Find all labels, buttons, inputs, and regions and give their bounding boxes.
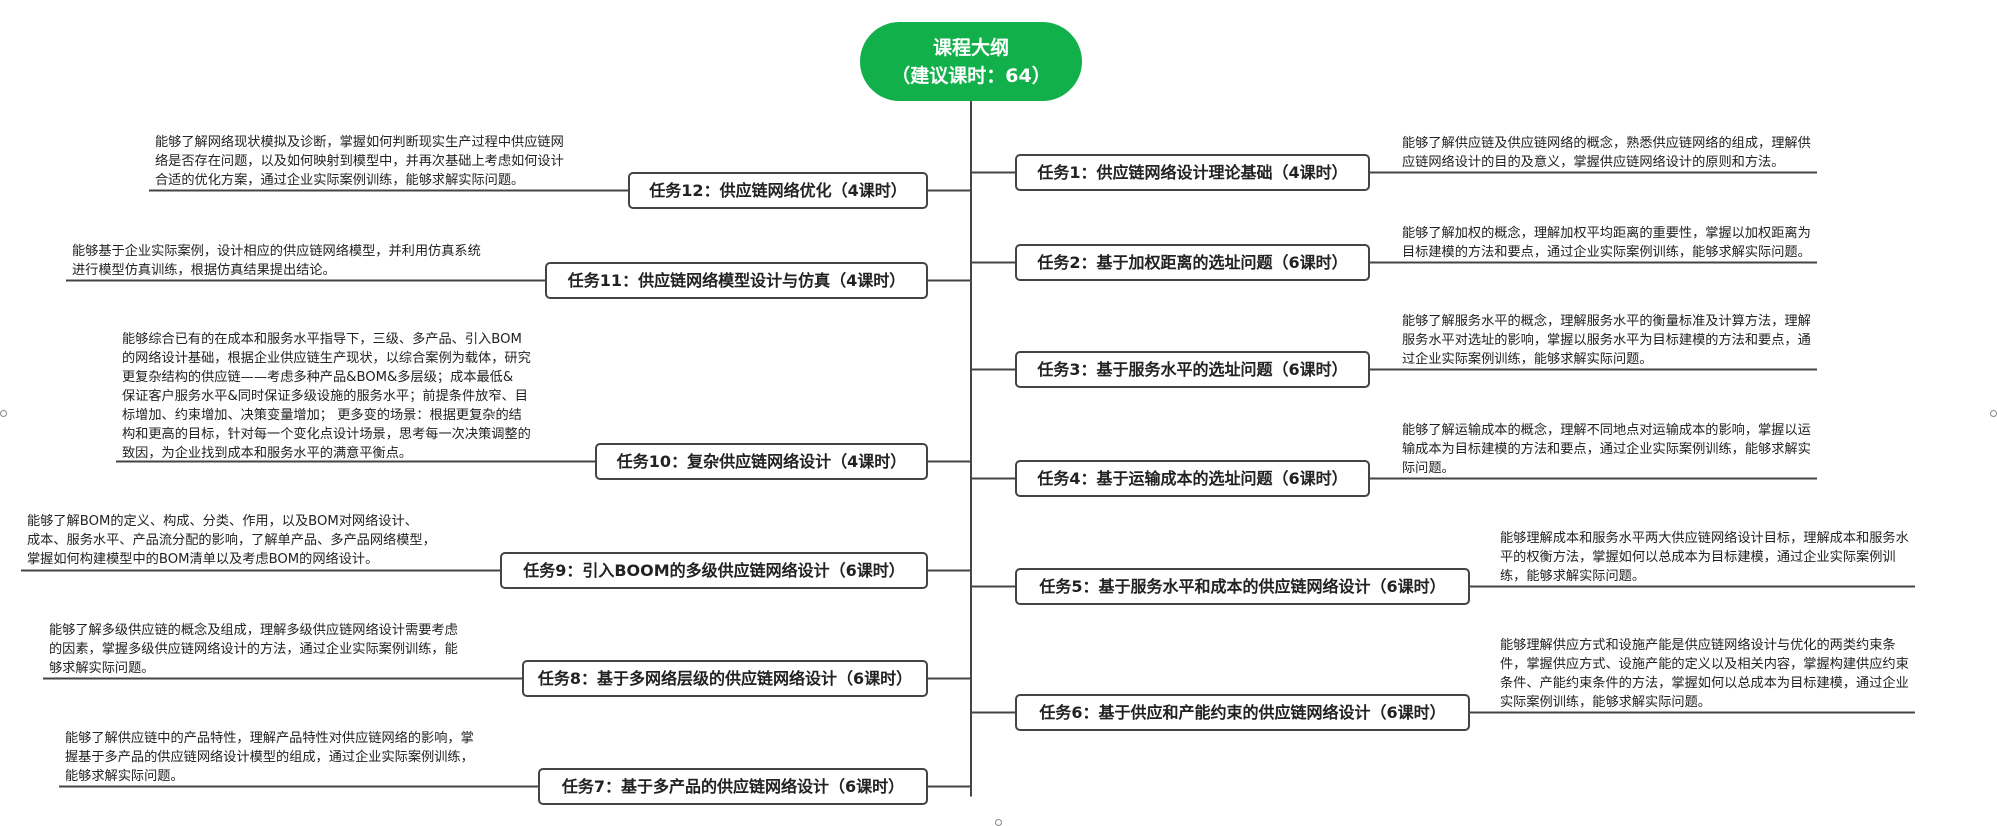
task-node-12[interactable]: 任务12：供应链网络优化（4课时） [628, 172, 928, 209]
task-node-2[interactable]: 任务2：基于加权距离的选址问题（6课时） [1015, 244, 1370, 281]
root-subtitle: （建议课时：64） [891, 64, 1051, 87]
task-desc-9: 能够了解BOM的定义、构成、分类、作用，以及BOM对网络设计、成本、服务水平、产… [27, 514, 436, 567]
resize-handle-right[interactable] [1990, 410, 1997, 417]
resize-handle-left[interactable] [0, 410, 7, 417]
root-node[interactable]: 课程大纲 （建议课时：64） [860, 22, 1082, 101]
task-desc-6: 能够理解供应方式和设施产能是供应链网络设计与优化的两类约束条件，掌握供应方式、设… [1500, 638, 1909, 710]
task-desc-8: 能够了解多级供应链的概念及组成，理解多级供应链网络设计需要考虑的因素，掌握多级供… [49, 623, 458, 676]
task-node-8[interactable]: 任务8：基于多网络层级的供应链网络设计（6课时） [522, 660, 928, 697]
task-desc-4: 能够了解运输成本的概念，理解不同地点对运输成本的影响，掌握以运输成本为目标建模的… [1402, 423, 1811, 476]
resize-handle-bottom[interactable] [995, 819, 1002, 826]
task-node-4[interactable]: 任务4：基于运输成本的选址问题（6课时） [1015, 460, 1370, 497]
task-desc-3: 能够了解服务水平的概念，理解服务水平的衡量标准及计算方法，理解服务水平对选址的影… [1402, 314, 1811, 367]
task-node-1[interactable]: 任务1：供应链网络设计理论基础（4课时） [1015, 154, 1370, 191]
task-node-10[interactable]: 任务10：复杂供应链网络设计（4课时） [595, 443, 928, 480]
task-desc-5: 能够理解成本和服务水平两大供应链网络设计目标，理解成本和服务水平的权衡方法，掌握… [1500, 531, 1909, 584]
task-desc-11: 能够基于企业实际案例，设计相应的供应链网络模型，并利用仿真系统进行模型仿真训练，… [72, 244, 481, 278]
task-node-11[interactable]: 任务11：供应链网络模型设计与仿真（4课时） [545, 262, 928, 299]
task-node-3[interactable]: 任务3：基于服务水平的选址问题（6课时） [1015, 351, 1370, 388]
task-desc-2: 能够了解加权的概念，理解加权平均距离的重要性，掌握以加权距离为目标建模的方法和要… [1402, 226, 1811, 260]
task-node-9[interactable]: 任务9：引入BOOM的多级供应链网络设计（6课时） [500, 552, 928, 589]
root-title: 课程大纲 [932, 36, 1009, 59]
task-node-7[interactable]: 任务7：基于多产品的供应链网络设计（6课时） [538, 768, 928, 805]
task-desc-1: 能够了解供应链及供应链网络的概念，熟悉供应链网络的组成，理解供应链网络设计的目的… [1402, 136, 1811, 170]
task-node-6[interactable]: 任务6：基于供应和产能约束的供应链网络设计（6课时） [1015, 694, 1470, 731]
task-node-5[interactable]: 任务5：基于服务水平和成本的供应链网络设计（6课时） [1015, 568, 1470, 605]
task-desc-12: 能够了解网络现状模拟及诊断，掌握如何判断现实生产过程中供应链网络是否存在问题，以… [155, 135, 564, 188]
task-desc-7: 能够了解供应链中的产品特性，理解产品特性对供应链网络的影响，掌握基于多产品的供应… [65, 731, 474, 784]
